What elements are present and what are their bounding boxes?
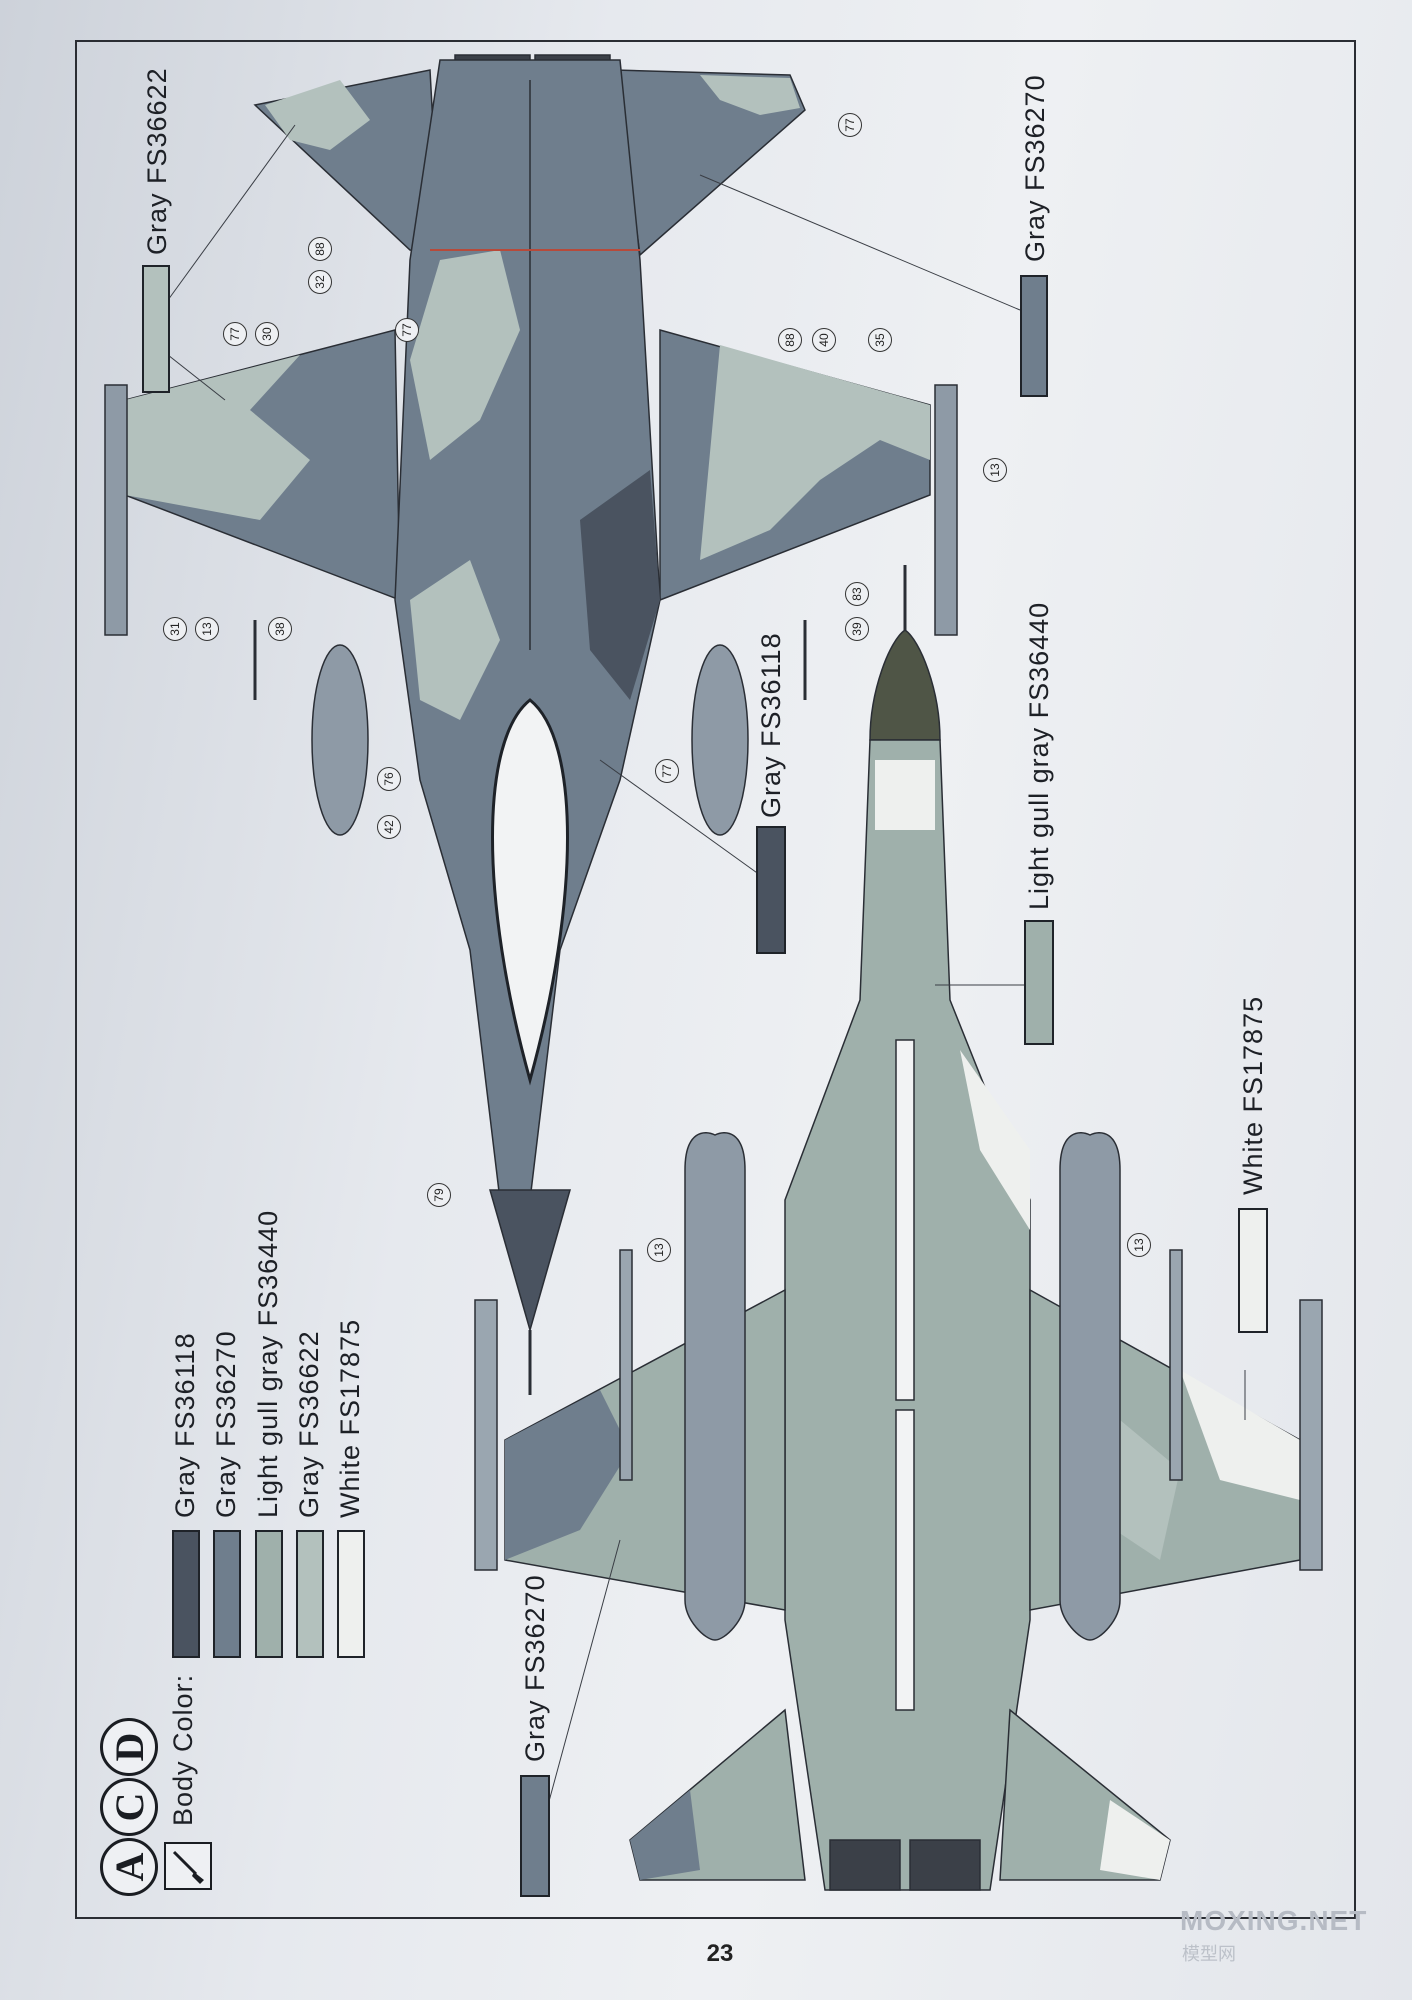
callout-number: 13: [983, 458, 1007, 482]
swatch-bottom-left: [520, 1775, 550, 1897]
bottom-view-aircraft: [474, 565, 1323, 1891]
page-number: 23: [706, 1940, 734, 1967]
legend-swatch: [337, 1530, 365, 1658]
legend-swatch: [296, 1530, 324, 1658]
label-lower-mid-color: Light gull gray FS36440: [1024, 601, 1054, 910]
label-mid-color: Gray FS36118: [756, 632, 786, 818]
legend-item-label: Gray FS36270: [211, 1330, 241, 1518]
legend-swatch: [255, 1530, 283, 1658]
callout-number: 42: [377, 815, 401, 839]
legend-item-label: Light gull gray FS36440: [253, 1209, 283, 1518]
callout-number: 88: [778, 328, 802, 352]
callout-number: 30: [255, 322, 279, 346]
label-top-left-color: Gray FS36622: [142, 67, 172, 255]
swatch-lower-mid: [1024, 920, 1054, 1045]
callout-number: 77: [223, 322, 247, 346]
scheme-letter-a: A: [100, 1838, 158, 1896]
leader-lines: [167, 124, 1246, 1806]
callout-number: 77: [655, 759, 679, 783]
callout-number: 39: [845, 617, 869, 641]
callout-number: 88: [308, 237, 332, 261]
top-nose-cone: [489, 1189, 571, 1333]
callout-number: 76: [377, 767, 401, 791]
callout-number: 13: [1127, 1233, 1151, 1257]
bottom-right-tank: [1059, 1132, 1121, 1641]
callout-number: 40: [812, 328, 836, 352]
bottom-exhaust-right: [909, 1839, 981, 1891]
label-lower-right-color: White FS17875: [1238, 995, 1268, 1195]
callout-number: 77: [395, 318, 419, 342]
bottom-left-tank: [684, 1132, 746, 1641]
callout-number: 13: [195, 617, 219, 641]
bottom-nose-cone: [869, 629, 941, 741]
paintbrush-icon: [164, 1842, 212, 1890]
label-bottom-left-color: Gray FS36270: [520, 1574, 550, 1762]
watermark-cn: 模型网: [1182, 1944, 1236, 1964]
swatch-top-left: [142, 265, 170, 393]
page-frame: [75, 40, 1356, 1919]
legend-swatch: [213, 1530, 241, 1658]
callout-number: 77: [838, 113, 862, 137]
callout-number: 35: [868, 328, 892, 352]
scheme-letter-d: D: [100, 1718, 158, 1776]
legend-item-label: Gray FS36622: [294, 1330, 324, 1518]
callout-number: 32: [308, 270, 332, 294]
swatch-mid: [756, 826, 786, 954]
callout-number: 79: [427, 1183, 451, 1207]
top-canopy: [491, 698, 569, 1086]
watermark: MOXING.NET: [1180, 1905, 1368, 1936]
top-view-aircraft: [104, 54, 958, 1395]
label-top-right-color: Gray FS36270: [1020, 74, 1050, 262]
callout-number: 38: [268, 617, 292, 641]
swatch-top-right: [1020, 275, 1048, 397]
body-color-label: Body Color:: [168, 1673, 198, 1826]
legend-item-label: Gray FS36118: [170, 1332, 200, 1518]
scheme-letter-c: C: [100, 1778, 158, 1836]
callout-number: 31: [163, 617, 187, 641]
swatch-lower-right: [1238, 1208, 1268, 1333]
callout-number: 83: [845, 582, 869, 606]
legend-item-label: White FS17875: [335, 1318, 365, 1518]
legend-swatch: [172, 1530, 200, 1658]
bottom-exhaust-left: [829, 1839, 901, 1891]
callout-number: 13: [647, 1238, 671, 1262]
